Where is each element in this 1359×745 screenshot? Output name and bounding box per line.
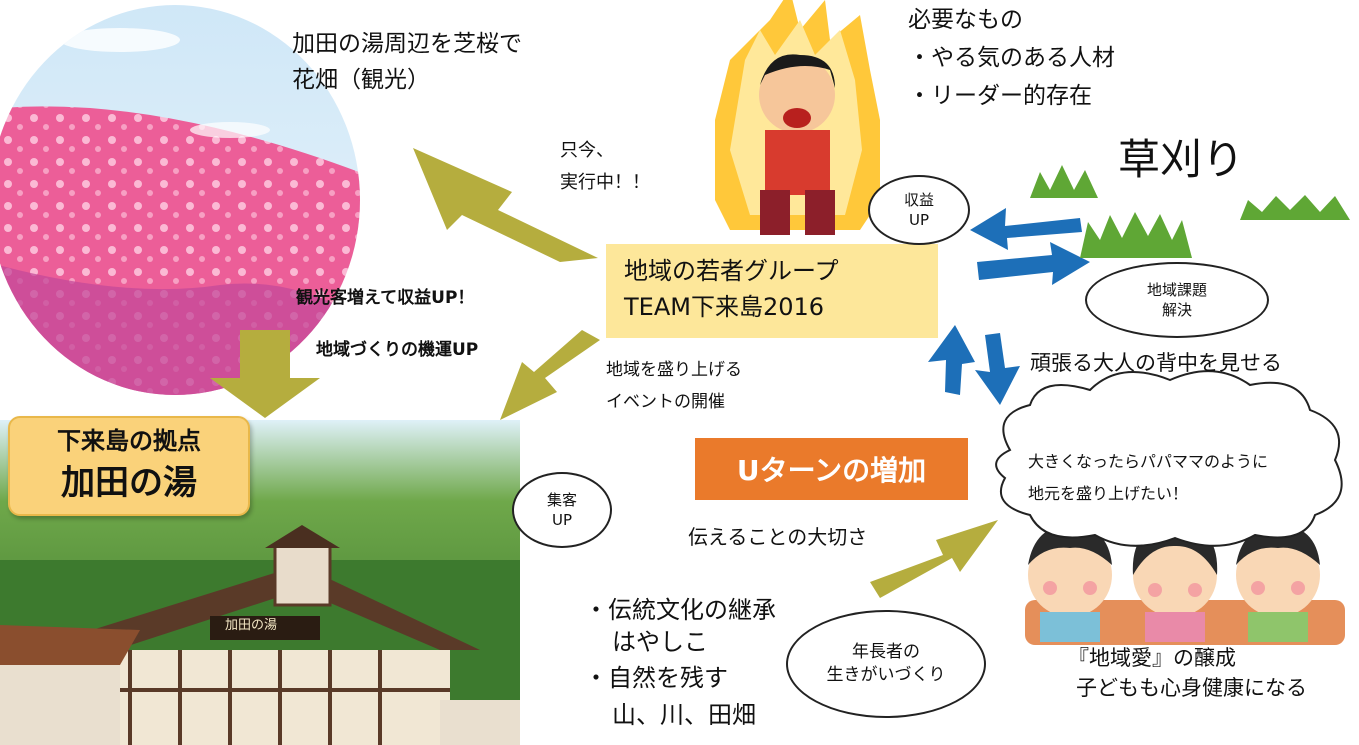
- center-box: 地域の若者グループ TEAM下来島2016: [606, 244, 938, 338]
- arrow-to-onsen: [500, 330, 600, 420]
- event-text-line2: イベントの開催: [606, 392, 725, 412]
- arrow-blue-left: [970, 208, 1082, 250]
- uturn-box: Uターンの増加: [695, 438, 968, 500]
- arrow-to-shibazakura: [413, 148, 598, 262]
- tradition-line4: 山、川、田畑: [612, 701, 756, 729]
- oval-issues-line1: 地域課題: [1146, 280, 1207, 299]
- base-label-line1: 下来島の拠点: [57, 427, 201, 455]
- event-text-line1: 地域を盛り上げる: [606, 360, 742, 380]
- tradition-line3: ・自然を残す: [584, 664, 728, 692]
- oval-elders-line2: 生きがいづくり: [826, 665, 946, 685]
- needs-item2: ・リーダー的存在: [908, 83, 1092, 109]
- oval-revenue-line2: UP: [908, 211, 929, 229]
- arrow-blue-down: [975, 333, 1020, 405]
- arrow-down-left: [210, 330, 320, 418]
- onsen-sign: 加田の湯: [225, 618, 278, 633]
- arrow-blue-right: [977, 242, 1090, 285]
- base-label-line2: 加田の湯: [61, 463, 197, 503]
- tradition-line2: はやしこ: [612, 628, 708, 656]
- in-progress-line1: 只今、: [560, 140, 614, 161]
- oval-elders-line1: 年長者の: [852, 642, 920, 663]
- needs-item1: ・やる気のある人材: [908, 45, 1115, 71]
- oval-customers-line1: 集客: [546, 490, 577, 509]
- bubble-line2: 地元を盛り上げたい！: [1028, 484, 1189, 503]
- shibazakura-text-line2: 花畑（観光）: [292, 67, 430, 93]
- shibazakura-text-line1: 加田の湯周辺を芝桜で: [292, 31, 522, 57]
- children-line1: 『地域愛』の醸成: [1068, 646, 1236, 670]
- center-box-line2: TEAM下来島2016: [624, 293, 825, 321]
- oval-regional-issues: 地域課題解決: [1085, 262, 1269, 338]
- center-box-line1: 地域の若者グループ: [624, 257, 839, 285]
- uturn-label: Uターンの増加: [736, 454, 927, 487]
- oval-revenue-line1: 収益: [903, 190, 934, 209]
- needs-title: 必要なもの: [908, 7, 1023, 33]
- oval-revenue-up: 収益 UP: [868, 175, 970, 245]
- convey-text: 伝えることの大切さ: [688, 525, 868, 549]
- oval-issues-line2: 解決: [1161, 301, 1192, 319]
- oval-customers-up: 集客 UP: [512, 472, 612, 548]
- tourism-text-line1: 観光客増えて収益UP！: [296, 288, 475, 308]
- bubble-line1: 大きくなったらパパママのように: [1028, 452, 1269, 471]
- arrow-to-children: [870, 520, 998, 598]
- kusakari-label: 草刈り: [1118, 135, 1245, 184]
- arrow-blue-up: [928, 325, 975, 395]
- base-label-box: 下来島の拠点 加田の湯: [8, 416, 250, 516]
- show-adults-text: 頑張る大人の背中を見せる: [1030, 351, 1282, 375]
- tourism-text-line2: 地域づくりの機運UP: [316, 340, 479, 360]
- tradition-line1: ・伝統文化の継承: [584, 596, 776, 624]
- in-progress-line2: 実行中！！: [560, 172, 650, 193]
- oval-elders: 年長者の生きがいづくり: [786, 610, 986, 718]
- oval-customers-line2: UP: [551, 511, 572, 529]
- children-line2: 子どもも心身健康になる: [1076, 676, 1307, 700]
